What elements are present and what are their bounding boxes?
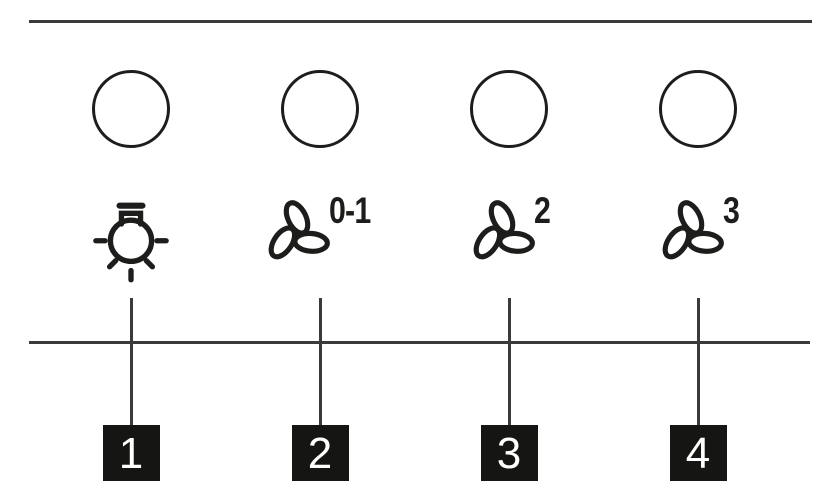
fan-icon [268, 200, 331, 260]
callout-number: 1 [118, 428, 144, 478]
fan-speed-2-column: 2 3 [424, 0, 594, 503]
panel-top-edge-line [29, 20, 812, 23]
callout-square-4: 4 [669, 425, 727, 481]
fan-icon [662, 200, 724, 260]
light-control-column: 1 [46, 0, 216, 503]
light-button-circle [92, 70, 170, 148]
callout-square-3: 3 [480, 425, 538, 481]
fan-2-button-circle [470, 70, 548, 148]
fan-icon [473, 200, 535, 260]
callout-leader-line [318, 298, 322, 426]
fan-speed-label: 0-1 [329, 190, 371, 231]
callout-leader-line [129, 298, 133, 426]
callout-square-2: 2 [291, 425, 349, 481]
panel-bottom-edge-line [29, 341, 810, 344]
fan-speed-3-column: 3 4 [613, 0, 783, 503]
fan-speed-label: 2 [533, 190, 551, 231]
light-icon [93, 202, 169, 283]
fan-3-button-circle [659, 70, 737, 148]
fan-speed-0-1-column: 0-1 2 [235, 0, 405, 503]
callout-number: 3 [496, 428, 522, 478]
fan-0-1-button-circle [281, 70, 359, 148]
callout-number: 2 [307, 428, 333, 478]
callout-number: 4 [685, 428, 711, 478]
callout-leader-line [696, 298, 700, 426]
callout-leader-line [507, 298, 511, 426]
callout-square-1: 1 [102, 425, 160, 481]
fan-speed-label: 3 [722, 190, 740, 231]
